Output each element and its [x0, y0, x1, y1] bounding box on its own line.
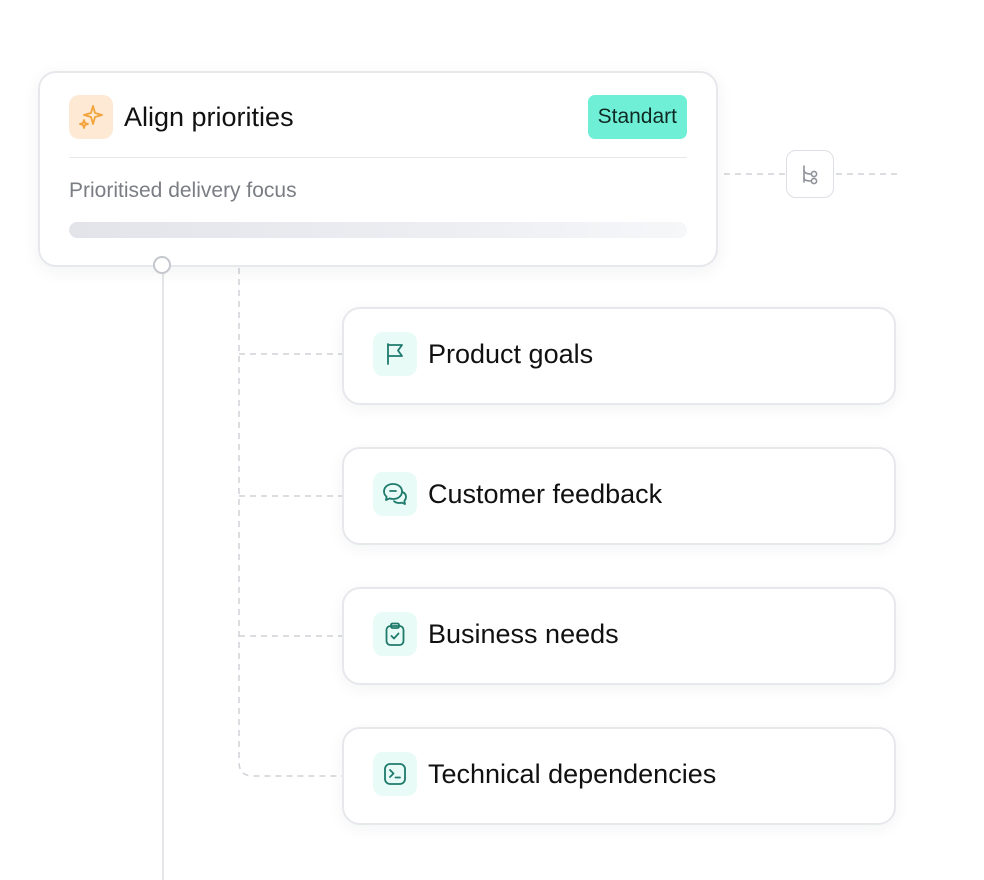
task-card-technical-dependencies[interactable]: Technical dependencies	[342, 727, 896, 825]
task-label: Business needs	[428, 619, 619, 649]
timeline-anchor-dot	[153, 256, 171, 274]
progress-fill	[69, 222, 687, 238]
task-card-customer-feedback[interactable]: Customer feedback	[342, 447, 896, 545]
task-label: Product goals	[428, 339, 594, 369]
card-subtitle: Prioritised delivery focus	[69, 179, 297, 202]
progress-bar	[69, 222, 687, 238]
sparkles-icon	[69, 95, 113, 139]
chat-bubbles-icon	[373, 472, 417, 516]
task-label: Technical dependencies	[428, 759, 717, 789]
align-priorities-card[interactable]: Align priorities Standart Prioritised de…	[38, 71, 718, 267]
task-label: Customer feedback	[428, 479, 663, 509]
tree-trunk	[238, 268, 342, 777]
task-card-product-goals[interactable]: Product goals	[342, 307, 896, 405]
branch-node[interactable]	[786, 150, 834, 198]
card-title: Align priorities	[124, 102, 294, 132]
clipboard-check-icon	[373, 612, 417, 656]
task-card-business-needs[interactable]: Business needs	[342, 587, 896, 685]
flag-icon	[373, 332, 417, 376]
status-badge: Standart	[587, 95, 687, 139]
git-branch-icon	[803, 165, 818, 185]
card-divider	[69, 157, 687, 158]
terminal-icon	[373, 752, 417, 796]
